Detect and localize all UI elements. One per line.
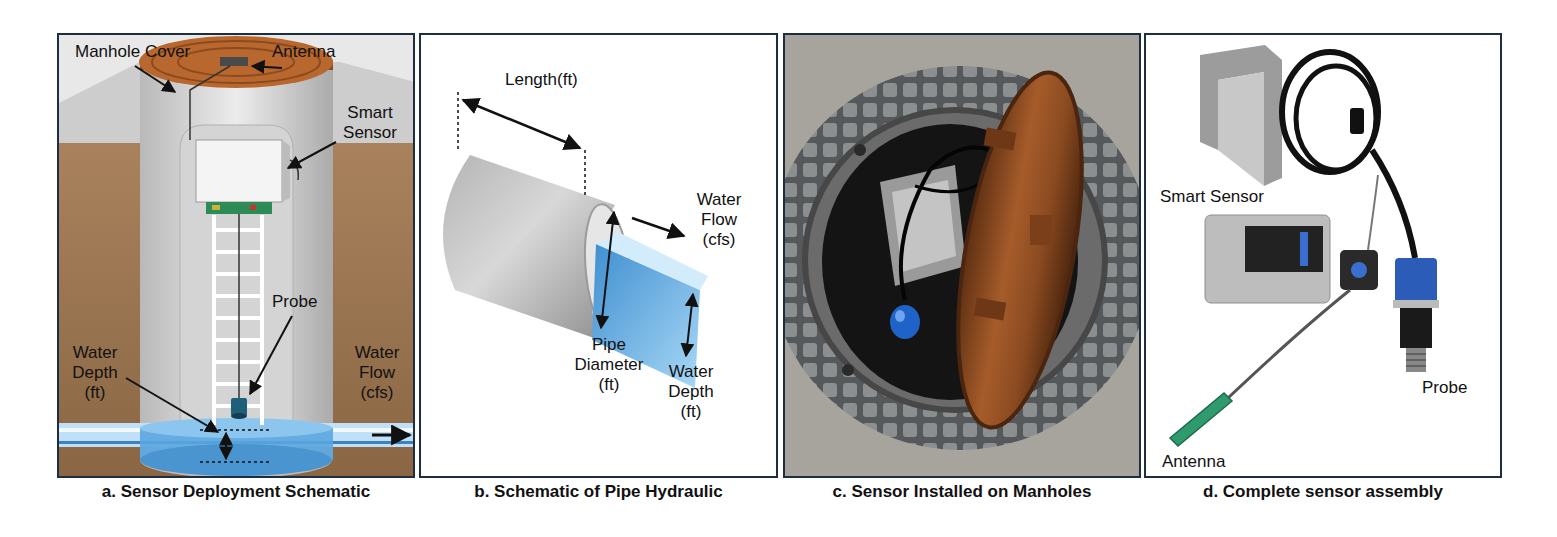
part-label: Probe — [1422, 378, 1467, 398]
figure-panel: b. Schematic of Pipe Hydraulic — [419, 33, 778, 478]
part-label: Water Flow (cfs) — [690, 190, 748, 250]
part-label: Manhole Cover — [75, 42, 190, 62]
panel-caption: a. Sensor Deployment Schematic — [39, 482, 433, 502]
panel-caption: b. Schematic of Pipe Hydraulic — [401, 482, 796, 502]
part-label: Antenna — [272, 42, 335, 62]
part-label: Water Depth (ft) — [662, 362, 720, 422]
panel-caption: d. Complete sensor assembly — [1126, 482, 1520, 502]
pipe-hydraulic-schematic — [420, 34, 777, 477]
panel-caption: c. Sensor Installed on Manholes — [765, 482, 1159, 502]
figure-panel: c. Sensor Installed on Manholes — [783, 33, 1141, 478]
part-label: Smart Sensor — [338, 103, 402, 143]
part-label: Pipe Diameter (ft) — [566, 335, 652, 395]
sensor-assembly-photo — [1145, 34, 1500, 477]
part-label: Water Flow (cfs) — [348, 343, 406, 403]
installed-sensor-photo — [784, 34, 1139, 477]
part-label: Length(ft) — [505, 70, 578, 90]
part-label: Water Depth (ft) — [66, 343, 124, 403]
figure-panel: d. Complete sensor assembly — [1144, 33, 1502, 478]
part-label: Antenna — [1162, 452, 1225, 472]
figure-panel: a. Sensor Deployment Schematic — [57, 33, 415, 478]
part-label: Smart Sensor — [1160, 187, 1264, 207]
part-label: Probe — [272, 292, 317, 312]
deployment-schematic — [58, 34, 414, 477]
